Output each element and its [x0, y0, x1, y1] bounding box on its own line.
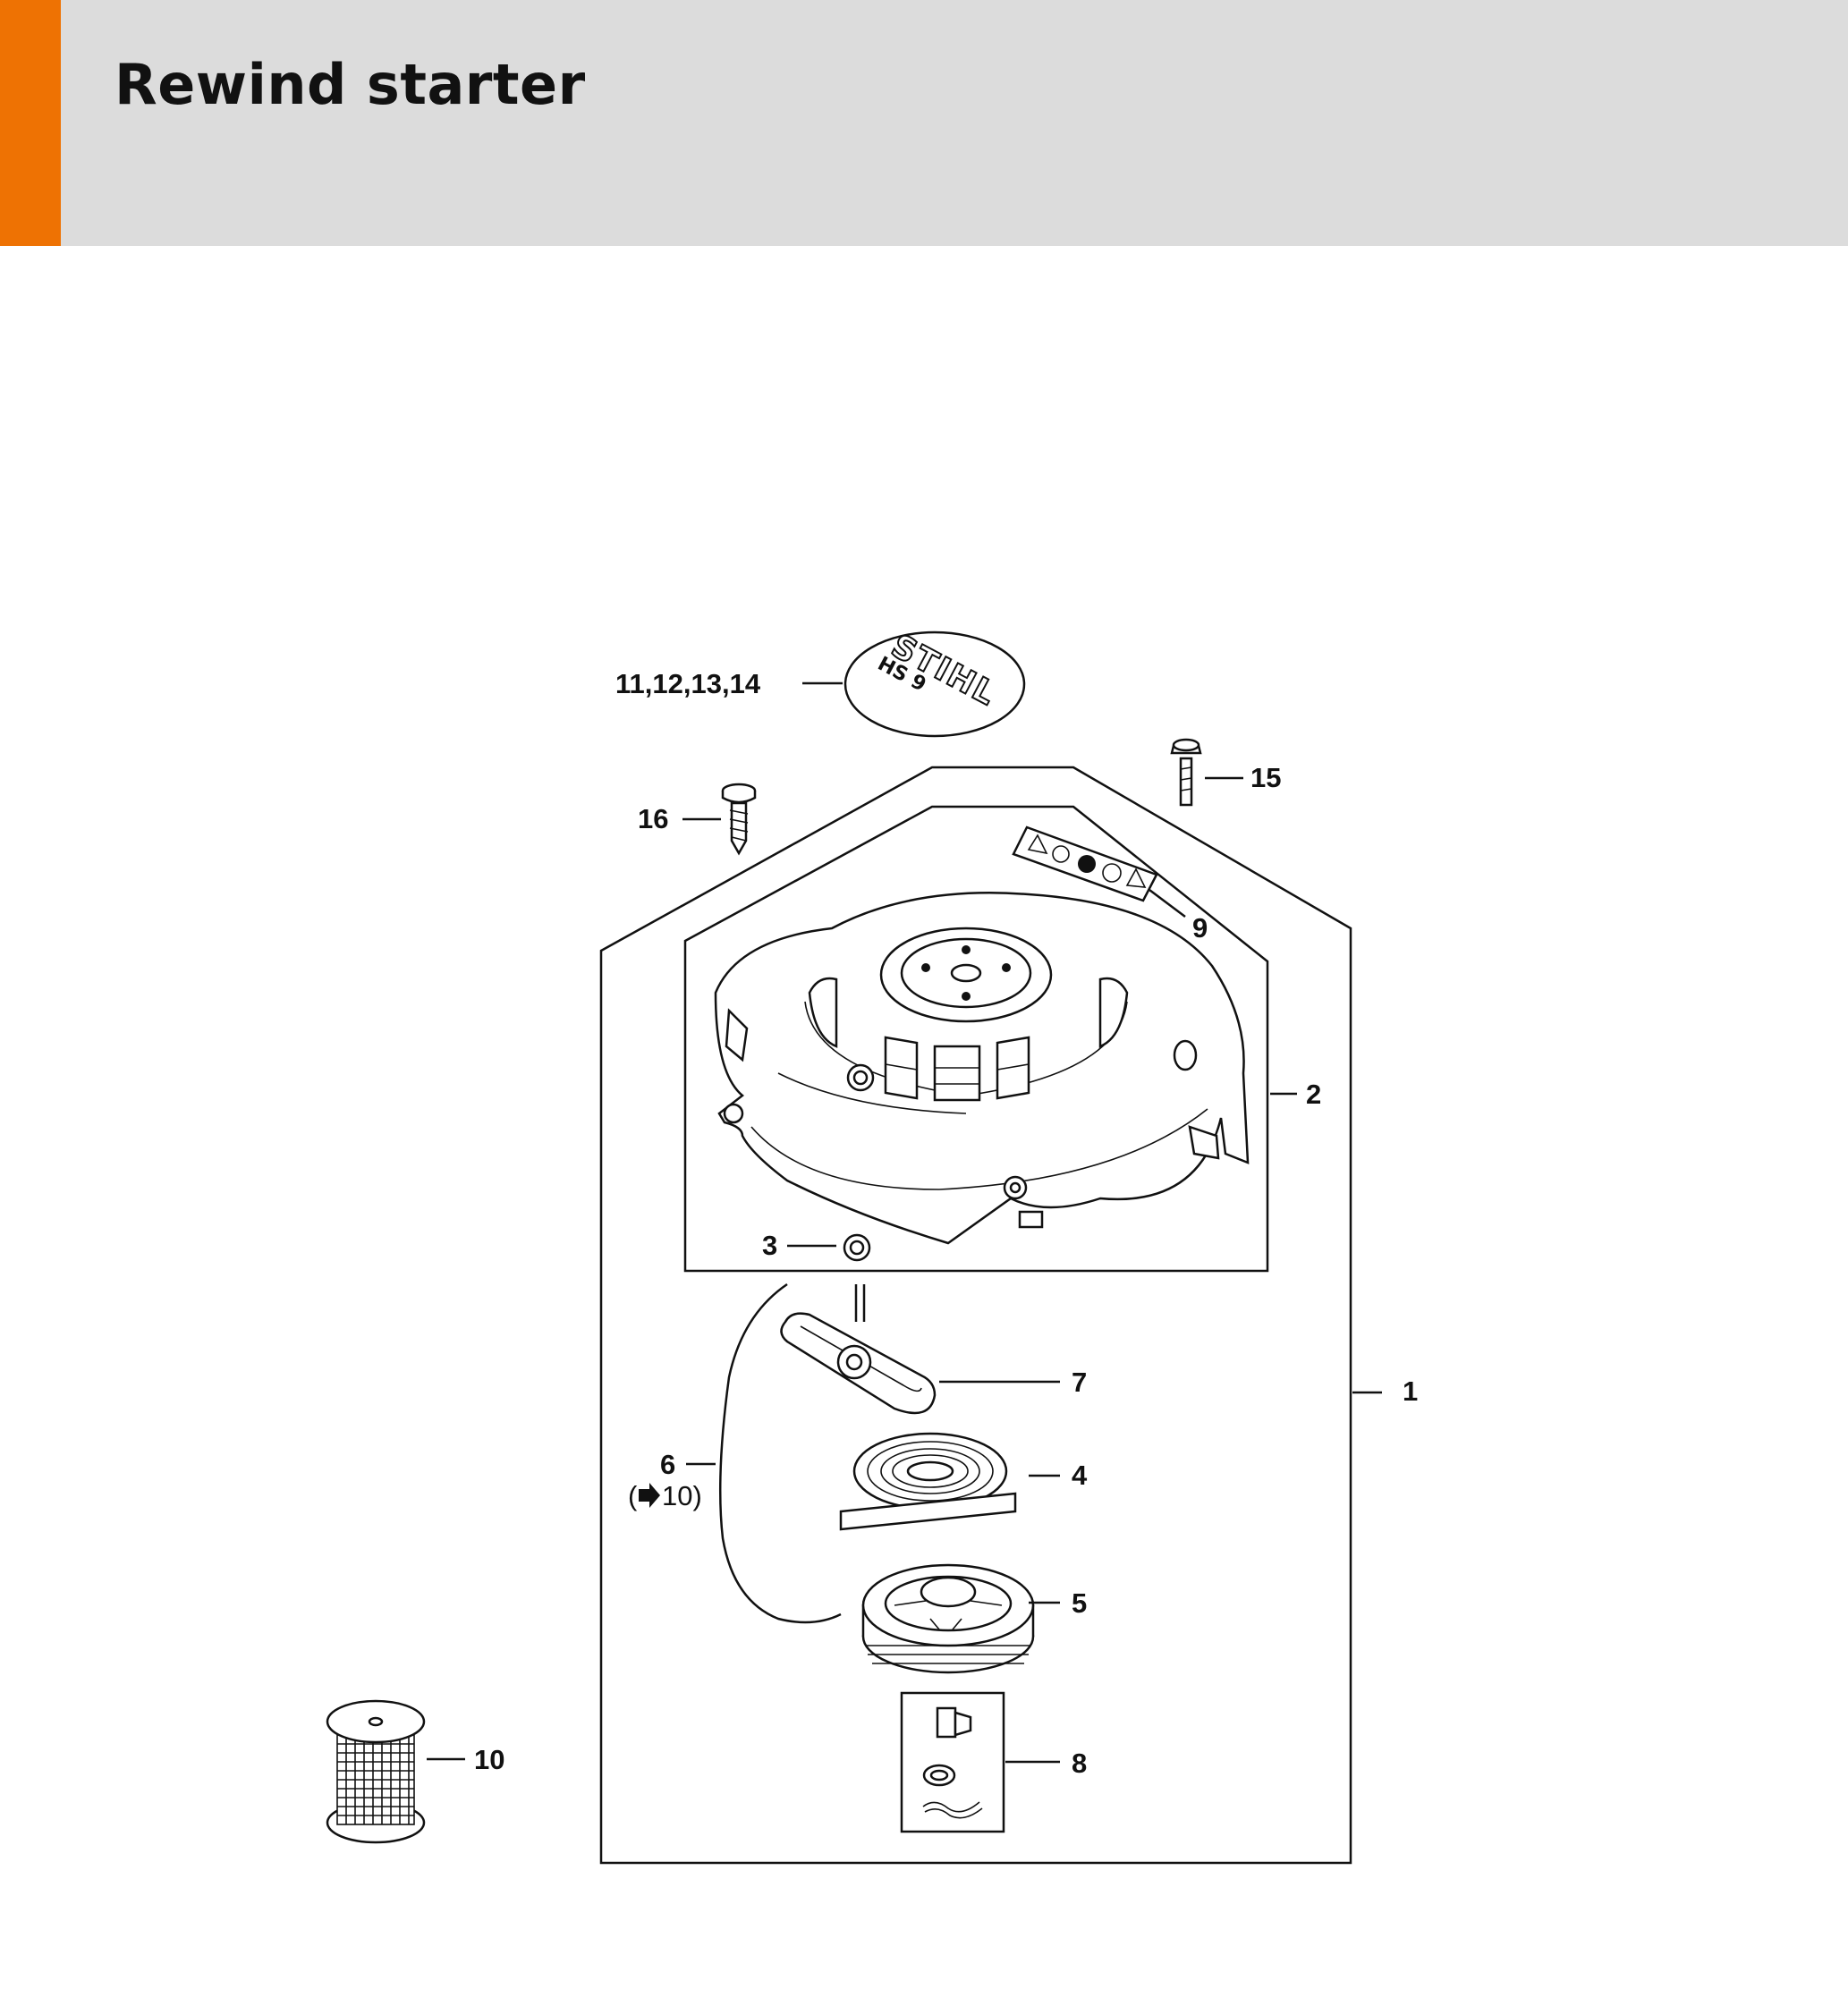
- callout-10: 10: [474, 1744, 504, 1775]
- leader-lines: [427, 681, 1382, 1764]
- callout-6: 6: [660, 1449, 675, 1480]
- rewind-spring: [839, 1432, 1017, 1531]
- callout-9: 9: [1192, 912, 1208, 944]
- screw-15: [1170, 738, 1202, 807]
- accent-stripe: [0, 0, 61, 246]
- arrow-right-icon: [639, 1483, 660, 1508]
- starter-grip: [780, 1312, 937, 1415]
- spare-parts-kit: [900, 1691, 1005, 1833]
- callout-7: 7: [1072, 1367, 1087, 1398]
- header-bar: [0, 0, 1848, 246]
- nut-3: [843, 1233, 871, 1262]
- rope-rotor: [861, 1563, 1035, 1674]
- fan-housing-outline: [683, 805, 1269, 1273]
- assembly-outline: [599, 766, 1352, 1865]
- starter-rope: [718, 1282, 842, 1624]
- page-title: Rewind starter: [114, 52, 586, 117]
- callout-2: 2: [1306, 1079, 1321, 1110]
- callout-15: 15: [1250, 762, 1281, 793]
- fan-housing: [714, 892, 1250, 1245]
- callout-6-ref-open: (: [628, 1480, 638, 1511]
- callout-5: 5: [1072, 1587, 1087, 1619]
- callout-11-14: 11,12,13,14: [615, 668, 761, 699]
- callout-3: 3: [762, 1230, 777, 1261]
- screw-16: [721, 783, 757, 856]
- callout-1: 1: [1403, 1375, 1418, 1407]
- callout-6-ref: 10): [662, 1480, 702, 1511]
- warning-label: [1012, 825, 1158, 902]
- rope-spool: [326, 1699, 426, 1844]
- logo-badge: STIHL HS 9: [843, 627, 1026, 738]
- callout-8: 8: [1072, 1748, 1087, 1779]
- callout-16: 16: [638, 803, 668, 834]
- callout-4: 4: [1072, 1460, 1088, 1491]
